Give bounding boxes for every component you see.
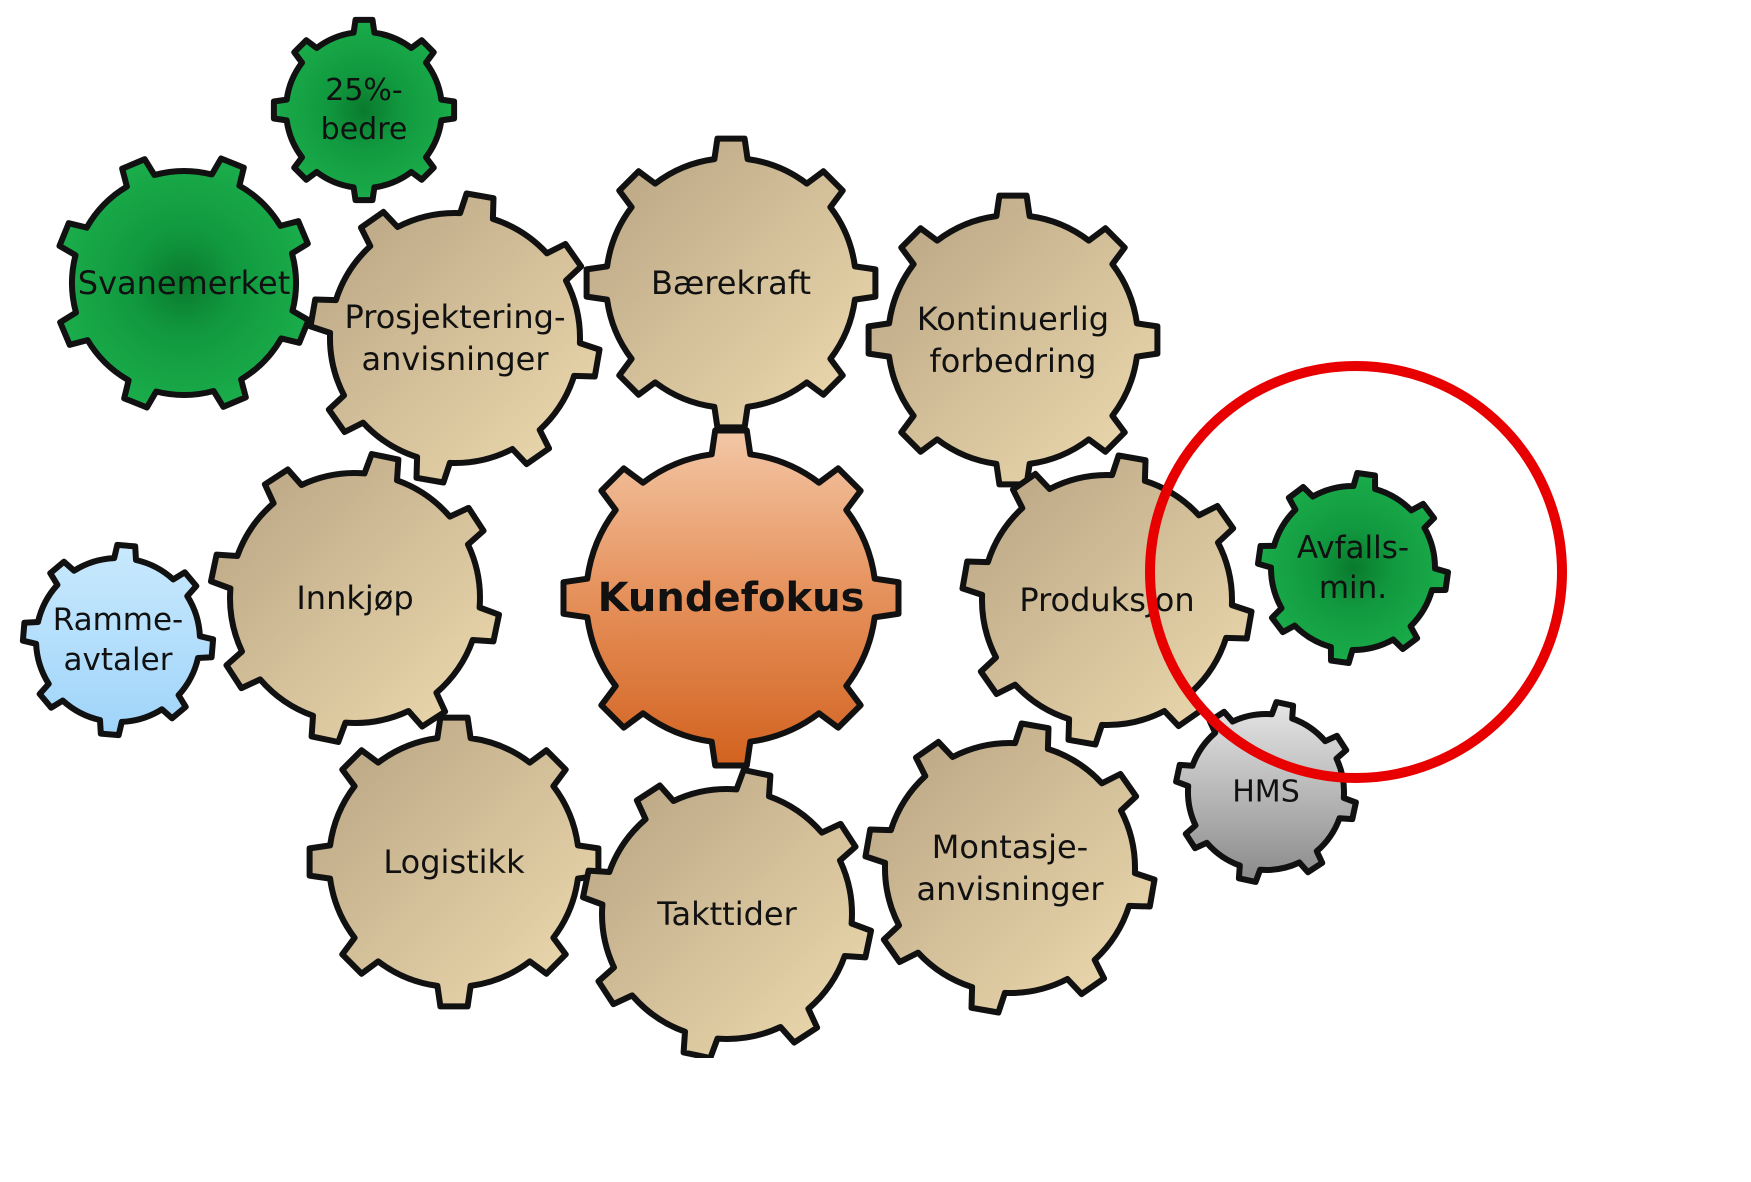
gear-label-logistikk: Logistikk	[383, 843, 525, 881]
gear-label-innkjop: Innkjøp	[296, 579, 413, 617]
gear-kontinuerlig	[865, 192, 1161, 488]
gear-prosjektering	[307, 190, 603, 486]
gear-label-montasje-line-1: Montasje-	[932, 828, 1088, 866]
gear-shape-innkjop	[208, 451, 502, 745]
gear-label-25-bedre-line-1: 25%-	[325, 73, 403, 108]
gear-label-avfalls-min-line-2: min.	[1319, 570, 1387, 606]
gear-shape-kontinuerlig	[865, 192, 1161, 488]
gear-svanemerket	[56, 155, 312, 411]
gear-shape-prosjektering	[307, 190, 603, 486]
gear-avfalls-min	[1255, 470, 1451, 666]
highlight-circle	[1145, 361, 1567, 783]
gear-takttider	[580, 767, 874, 1058]
gear-label-kontinuerlig-line-2: forbedring	[930, 342, 1097, 380]
gear-hms	[1173, 699, 1359, 885]
gear-label-prosjektering-line-1: Prosjektering-	[345, 298, 566, 336]
gear-label-ramme-avtaler-line-1: Ramme-	[53, 602, 184, 638]
gear-label-prosjektering-line-2: anvisninger	[362, 340, 550, 378]
gear-shape-avfalls-min	[1255, 470, 1451, 666]
gear-label-kundefokus: Kundefokus	[598, 575, 865, 621]
gear-label-produksjon: Produksjon	[1019, 581, 1194, 619]
gear-label-kontinuerlig-line-1: Kontinuerlig	[917, 300, 1109, 338]
gear-shape-svanemerket	[56, 155, 312, 411]
gear-kundefokus	[560, 427, 902, 769]
gear-shape-kundefokus	[560, 427, 902, 769]
gear-label-baerekraft: Bærekraft	[651, 264, 811, 302]
gear-shape-25-bedre	[270, 16, 458, 204]
gear-montasje	[862, 720, 1158, 1016]
gear-label-svanemerket: Svanemerket	[78, 264, 290, 302]
gear-label-montasje-line-2: anvisninger	[917, 870, 1105, 908]
gear-label-takttider: Takttider	[656, 895, 797, 933]
gear-shape-takttider	[580, 767, 874, 1058]
gear-label-avfalls-min-line-1: Avfalls-	[1297, 530, 1409, 566]
gear-diagram: 25%- bedreSvanemerketProsjektering-anvisn…	[19, 16, 1567, 1058]
gear-label-hms: HMS	[1232, 775, 1300, 810]
gear-baerekraft	[583, 135, 879, 431]
gear-shape-montasje	[862, 720, 1158, 1016]
gear-shape-hms	[1173, 699, 1359, 885]
gear-label-ramme-avtaler-line-2: avtaler	[64, 642, 173, 678]
gear-ramme-avtaler	[19, 541, 217, 739]
gear-label-25-bedre-line-2: bedre	[321, 112, 408, 147]
gear-logistikk	[306, 714, 602, 1010]
gear-shape-logistikk	[306, 714, 602, 1010]
gear-25-bedre	[270, 16, 458, 204]
gear-shape-baerekraft	[583, 135, 879, 431]
gear-innkjop	[208, 451, 502, 745]
label-layer: 25%- bedreSvanemerketProsjektering-anvisn…	[53, 73, 1409, 933]
gear-shape-ramme-avtaler	[19, 541, 217, 739]
